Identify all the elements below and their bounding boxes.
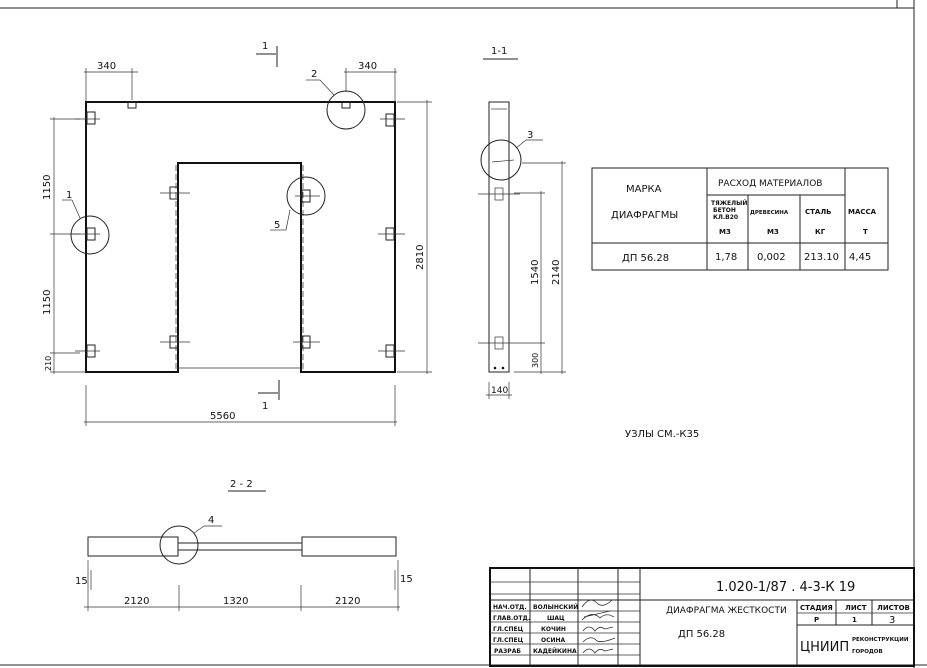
cell-concrete: 1,78	[715, 252, 737, 263]
section-2-2-right-block	[301, 536, 397, 557]
dim-right-height: 2810	[415, 245, 426, 270]
header-materials: РАСХОД МАТЕРИАЛОВ	[718, 179, 822, 189]
lifting-loop-icon	[127, 101, 137, 109]
dim-top-right: 340	[358, 61, 377, 72]
section-2-2: 2 - 2 4 15 15 2120 1320 2120	[75, 479, 413, 611]
header-concrete-3: КЛ.В20	[713, 214, 738, 221]
dim-left-lower: 1150	[42, 290, 53, 315]
panel-outline	[85, 101, 396, 373]
header-concrete-1: ТЯЖЕЛЫЙ	[711, 199, 747, 207]
embedded-parts	[70, 111, 405, 358]
callout-label-5: 5	[274, 220, 280, 231]
dim-left-2120: 2120	[124, 596, 149, 607]
dim-140: 140	[491, 386, 508, 396]
section-mark-top: 1	[262, 41, 268, 52]
callout-label-4: 4	[208, 515, 214, 526]
drawing-code: 1.020-1/87 . 4-3-К 19	[716, 580, 855, 595]
signatures	[581, 599, 616, 654]
detail-callout-2	[326, 90, 366, 130]
header-wood: ДРЕВЕСИНА	[750, 210, 789, 216]
section-1-1-profile	[488, 101, 510, 373]
staff-role: ГЛ.СПЕЦ	[493, 626, 524, 633]
sheets-value: 3	[889, 615, 895, 626]
unit-wood: М3	[767, 228, 779, 236]
lifting-loop-icon	[341, 101, 351, 109]
dim-300: 300	[531, 353, 540, 368]
staff-role: ГЛАВ.ОТД.	[493, 615, 530, 622]
callout-label-1: 1	[66, 190, 72, 201]
header-mark-line2: ДИАФРАГМЫ	[611, 210, 678, 221]
cell-mark: ДП 56.28	[622, 253, 669, 264]
unit-mass: Т	[863, 228, 868, 236]
drawing-mark: ДП 56.28	[678, 629, 725, 640]
staff-role: НАЧ.ОТД.	[493, 604, 527, 611]
dim-left-offset: 15	[75, 576, 88, 587]
section-mark-bottom: 1	[262, 401, 268, 412]
materials-table: МАРКА ДИАФРАГМЫ РАСХОД МАТЕРИАЛОВ ТЯЖЕЛЫ…	[591, 167, 889, 271]
callout-label-3: 3	[527, 130, 533, 141]
drawing-name: ДИАФРАГМА ЖЕСТКОСТИ	[666, 606, 787, 616]
organization-sub2: ГОРОДОВ	[852, 649, 883, 655]
staff-role: ГЛ.СПЕЦ	[493, 637, 524, 644]
dim-left-upper: 1150	[42, 175, 53, 200]
staff-role: РАЗРАБ	[494, 648, 521, 655]
organization: ЦНИИП	[800, 640, 849, 655]
dim-top-left: 340	[97, 61, 116, 72]
dim-width: 5560	[210, 411, 235, 422]
title-block: 1.020-1/87 . 4-3-К 19 ДИАФРАГМА ЖЕСТКОСТ…	[489, 567, 915, 667]
unit-concrete: М3	[719, 228, 731, 236]
detail-callout-5	[286, 176, 326, 216]
header-steel: СТАЛЬ	[805, 208, 831, 216]
detail-callout-3	[480, 139, 522, 181]
sheets-label: ЛИСТОВ	[877, 604, 910, 612]
staff-name: ШАЦ	[547, 615, 565, 622]
plan-view: 1 2 5 1 1 340 340 1150 1150 210 2810 556…	[42, 41, 432, 426]
detail-callout-1	[70, 215, 110, 255]
section-1-1-title: 1-1	[491, 46, 507, 57]
stage-label: СТАДИЯ	[800, 604, 833, 612]
header-mass: МАССА	[848, 208, 877, 216]
header-concrete-2: БЕТОН	[713, 207, 736, 214]
section-2-2-left-block	[87, 536, 179, 557]
section-1-1: 1-1 3 2140 1540 300 140	[478, 46, 566, 399]
sheet-label: ЛИСТ	[845, 604, 867, 612]
stage-value: Р	[814, 616, 819, 624]
dim-1540: 1540	[530, 260, 541, 285]
dim-right-2120: 2120	[335, 596, 360, 607]
cell-mass: 4,45	[849, 252, 871, 263]
staff-name: ОСИНА	[541, 637, 566, 644]
dim-right-offset: 15	[400, 574, 413, 585]
section-2-2-title: 2 - 2	[230, 479, 253, 490]
cell-steel: 213.10	[804, 252, 839, 263]
cell-wood: 0,002	[757, 252, 786, 263]
detail-callout-4	[159, 525, 199, 565]
nodes-reference-note: УЗЛЫ СМ.-К35	[625, 429, 699, 440]
staff-name: КОЧИН	[541, 626, 566, 633]
dim-left-bottom: 210	[44, 356, 53, 371]
sheet-value: 1	[852, 616, 857, 624]
staff-name: КАДЕЙКИНА	[533, 647, 577, 655]
dim-2140: 2140	[551, 260, 562, 285]
staff-rows: НАЧ.ОТД. ВОЛЫНСКИЙ ГЛАВ.ОТД. ШАЦ ГЛ.СПЕЦ…	[493, 603, 578, 655]
organization-sub1: РЕКОНСТРУКЦИИ	[852, 637, 909, 643]
header-mark-line1: МАРКА	[626, 184, 662, 195]
staff-name: ВОЛЫНСКИЙ	[533, 603, 578, 611]
dim-middle-1320: 1320	[223, 596, 248, 607]
section-2-2-middle-web	[177, 542, 303, 551]
unit-steel: КГ	[815, 228, 826, 236]
callout-label-2: 2	[311, 69, 317, 80]
